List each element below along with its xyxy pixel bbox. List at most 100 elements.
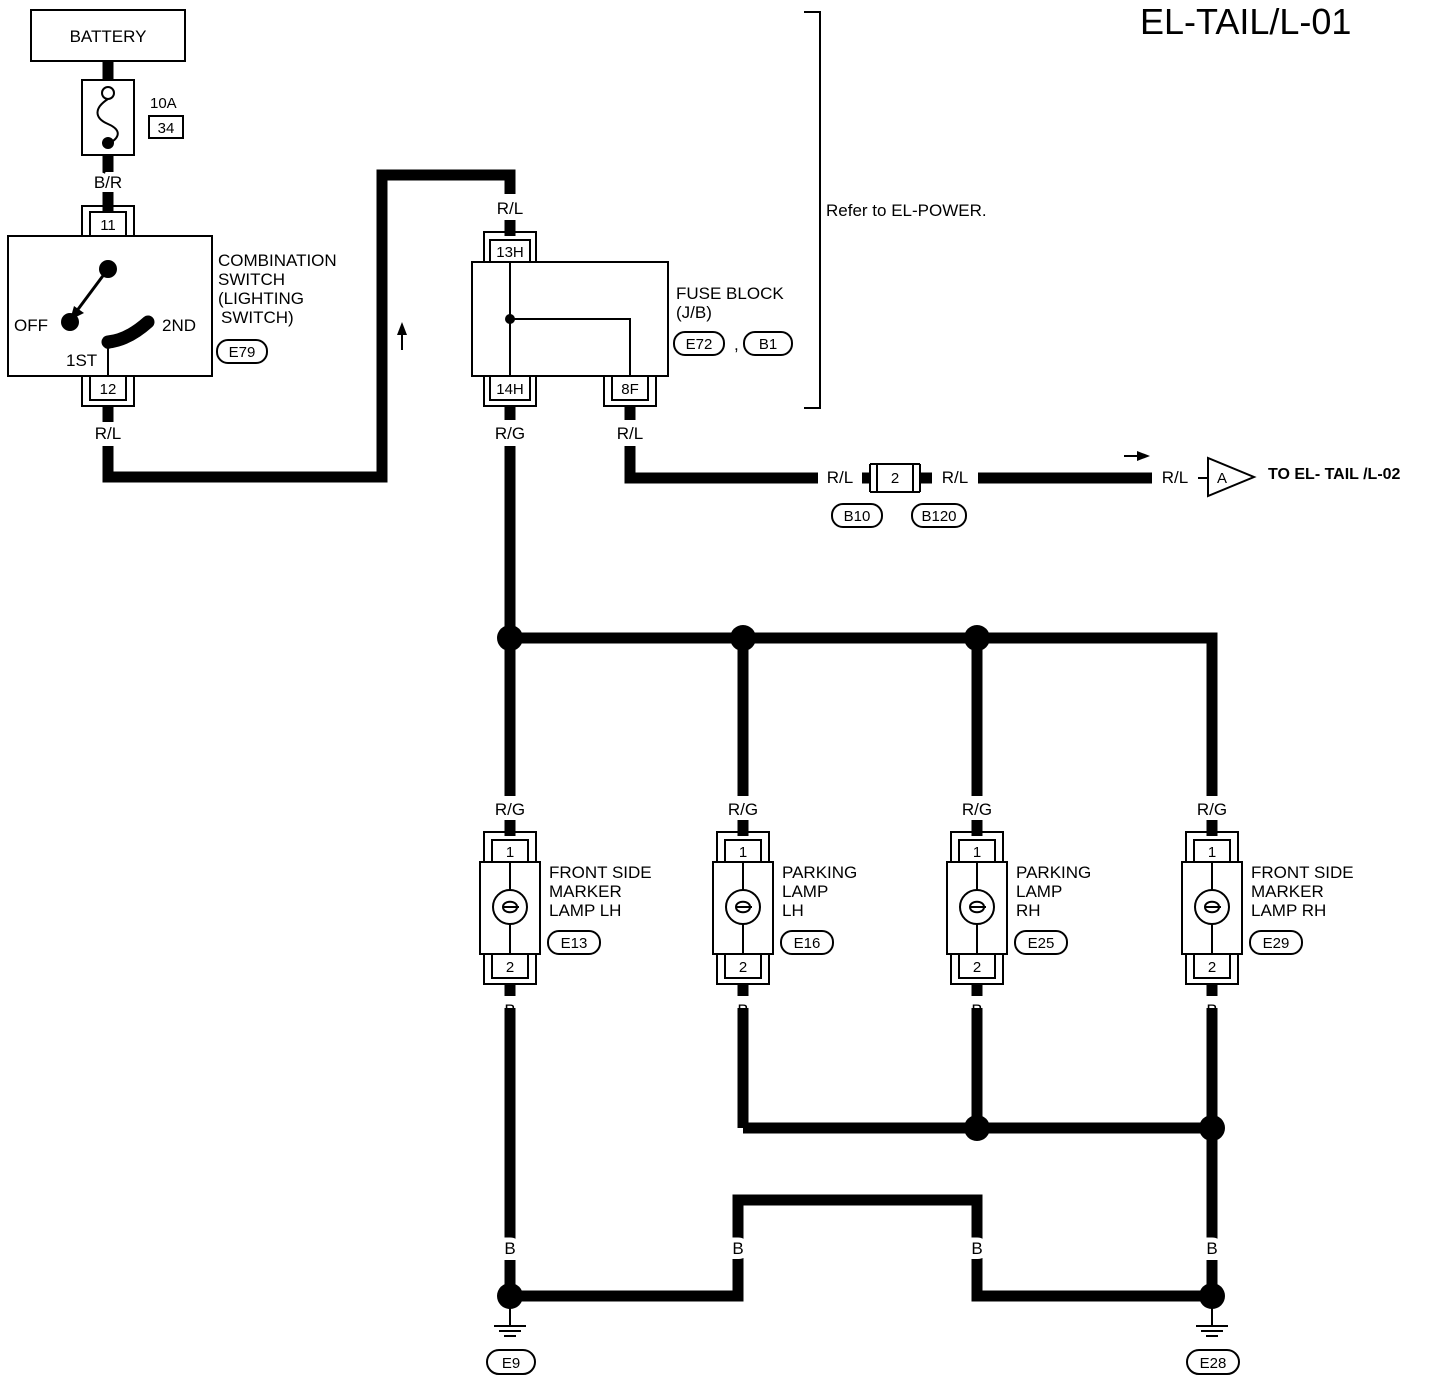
lamp-pin-top: 1 <box>739 844 747 861</box>
switch-name-3: (LIGHTING <box>218 289 304 308</box>
lamp-connector-oval <box>1249 930 1303 955</box>
lamp-name-line: MARKER <box>1251 882 1324 901</box>
lamp-name-line: RH <box>1016 901 1041 920</box>
inline-connector-b10-oval <box>831 503 883 528</box>
jb-connector-separator: , <box>734 335 739 354</box>
diagram-title: EL-TAIL/L-01 <box>1140 1 1351 42</box>
fuse-terminal-top <box>101 86 115 100</box>
lamp-pin-bottom-box <box>491 953 529 979</box>
bulb-filament-icon <box>502 900 519 914</box>
bulb-filament-icon <box>1204 900 1221 914</box>
ground-symbol-e9-icon <box>494 1308 526 1337</box>
lamp-wire-out-label: B <box>971 1001 982 1020</box>
wire-label-br: B/R <box>94 173 122 192</box>
switch-connector: E79 <box>229 344 256 361</box>
wire-label-rl-switch: R/L <box>95 424 121 443</box>
lamp-pin-top: 1 <box>1208 844 1216 861</box>
lamp-wire-out-label: B <box>737 1001 748 1020</box>
lamp-name-line: LH <box>782 901 804 920</box>
wire-label-rl-jb-out: R/L <box>617 424 643 443</box>
lamp-pin-bottom: 2 <box>739 959 747 976</box>
lamp-name-line: LAMP <box>1016 882 1062 901</box>
switch-pos-1st: 1ST <box>66 351 97 370</box>
ground-point-e9 <box>497 1283 523 1309</box>
lamp-name-line: MARKER <box>549 882 622 901</box>
ground-e28-oval <box>1186 1349 1240 1375</box>
fuse-block-name-1: FUSE BLOCK <box>676 284 784 303</box>
switch-pos-off: OFF <box>14 316 48 335</box>
fuse-block-name-2: (J/B) <box>676 303 712 322</box>
lamp-pin-bottom: 2 <box>973 959 981 976</box>
jb-connector-a-oval <box>673 331 725 356</box>
lamp-name-line: LAMP <box>782 882 828 901</box>
lamp-wire-in-label: R/G <box>728 800 758 819</box>
ground-splice-2 <box>1199 1115 1225 1141</box>
wire-label-rl-jb-in: R/L <box>497 199 523 218</box>
ground-e28: E28 <box>1200 1355 1227 1372</box>
ground-point-e28 <box>1199 1283 1225 1309</box>
switch-connector-oval <box>216 339 268 364</box>
splice-2 <box>730 625 756 651</box>
inline-connector-b120-oval <box>911 503 967 528</box>
switch-off-contact <box>61 313 79 331</box>
ground-symbol-e28-icon <box>1196 1308 1228 1337</box>
lamp-wire-out-label: B <box>504 1001 515 1020</box>
lamp-top-connector-shell <box>483 831 537 862</box>
lamp-wire-in-label: R/G <box>1197 800 1227 819</box>
fuse-number-box <box>148 115 184 139</box>
flow-arrow-right-head <box>1137 451 1150 461</box>
offpage-letter: A <box>1217 470 1227 487</box>
fuse-terminal-bottom <box>102 137 114 149</box>
flow-arrow-up-head <box>397 322 407 335</box>
jb-connector-b-oval <box>743 331 793 356</box>
lamp-pin-bottom-box <box>958 953 996 979</box>
switch-name-4: SWITCH) <box>221 308 294 327</box>
splice-3 <box>964 625 990 651</box>
jb-pin-out-b: 8F <box>621 381 639 398</box>
lamp-connector: E16 <box>794 935 821 952</box>
lamp-connector: E25 <box>1028 935 1055 952</box>
lamp-name-line: PARKING <box>782 863 857 882</box>
lamp-pin-top: 1 <box>973 844 981 861</box>
switch-pos-2nd: 2ND <box>162 316 196 335</box>
jb-pin-out-a: 14H <box>496 381 524 398</box>
offpage-connector <box>1207 456 1257 498</box>
ground-wire-label-1: B <box>504 1239 515 1258</box>
inline-connector-pin: 2 <box>891 470 899 487</box>
lamp-name-line: PARKING <box>1016 863 1091 882</box>
bulb-filament-icon <box>735 900 752 914</box>
lamp-pin-bottom-box <box>724 953 762 979</box>
switch-pin-bottom-box <box>89 375 127 401</box>
fuse-rating: 10A <box>150 95 177 112</box>
lamp-pin-bottom: 2 <box>506 959 514 976</box>
lamp-connector-oval <box>1014 930 1068 955</box>
jb-pin-in: 13H <box>496 244 524 261</box>
wire-label-rl-offpage: R/L <box>1162 468 1188 487</box>
lamp-top-connector-shell <box>716 831 770 862</box>
ground-wire-label-2: B <box>732 1239 743 1258</box>
switch-pin-bottom: 12 <box>100 381 117 398</box>
lamp-connector: E13 <box>561 935 588 952</box>
lamp-name-line: FRONT SIDE <box>1251 863 1354 882</box>
refer-bracket <box>804 11 821 409</box>
ground-e9: E9 <box>502 1355 520 1372</box>
lamp-name-line: FRONT SIDE <box>549 863 652 882</box>
switch-pin-top: 11 <box>100 217 116 234</box>
ground-wire-label-4: B <box>1206 1239 1217 1258</box>
lamp-connector-oval <box>780 930 834 955</box>
lamp-top-connector-shell <box>950 831 1004 862</box>
jb-pin-out-a-box <box>489 375 531 401</box>
wire-label-rl-inline-right: R/L <box>942 468 968 487</box>
switch-pin-top-box <box>89 211 127 237</box>
splice-1 <box>497 625 523 651</box>
lamp-top-connector-shell <box>1185 831 1239 862</box>
offpage-label: TO EL- TAIL /L-02 <box>1268 466 1401 483</box>
bulb-filament-icon <box>969 900 986 914</box>
fuse-number: 34 <box>158 120 175 137</box>
combination-switch-box <box>7 235 213 377</box>
switch-name-2: SWITCH <box>218 270 285 289</box>
inline-connector-b120: B120 <box>921 508 956 525</box>
